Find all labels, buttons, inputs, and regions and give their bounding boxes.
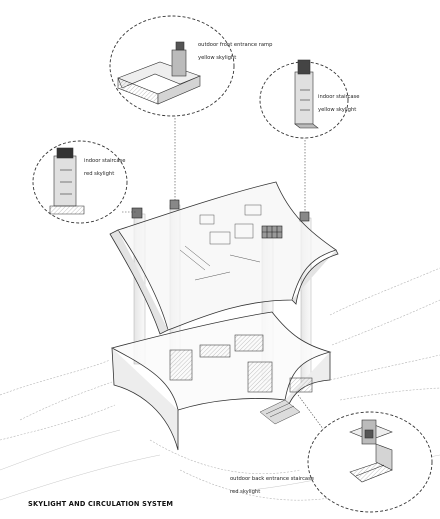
callout-indoor-yellow-label: indoor staircase yellow skylight: [318, 88, 359, 114]
indoor-red-line2: red skylight: [84, 171, 115, 178]
back-stair: [259, 399, 301, 425]
back-stair-illustration: [349, 419, 393, 483]
interior-structure: [169, 334, 313, 393]
ground-slab: [110, 311, 332, 451]
callout-indoor-red-label: indoor staircase red skylight: [84, 152, 125, 178]
back-stair-line1: outdoor back entrance staircase: [230, 476, 315, 483]
diagram-title: SKYLIGHT AND CIRCULATION SYSTEM: [28, 500, 174, 508]
skylight-boxes: [131, 199, 310, 222]
callout-front-ramp-label: outdoor front entrance ramp yellow skyli…: [198, 36, 272, 62]
indoor-yellow-line1: indoor staircase: [318, 94, 360, 101]
front-ramp-line1: outdoor front entrance ramp: [198, 42, 273, 49]
indoor-yellow-stair-illustration: [294, 59, 319, 129]
terrain-contours: [0, 267, 440, 501]
front-ramp-illustration: [117, 41, 201, 105]
indoor-yellow-line2: yellow skylight: [318, 107, 357, 114]
back-stair-line2: red skylight: [230, 489, 261, 496]
front-ramp-line2: yellow skylight: [198, 55, 237, 62]
indoor-red-stair-illustration: [49, 147, 85, 215]
callout-back-stair-label: outdoor back entrance staircase red skyl…: [230, 470, 314, 496]
roof-slab: [109, 181, 339, 335]
roof-skylight-grid: [261, 225, 283, 239]
indoor-red-line1: indoor staircase: [84, 158, 126, 165]
roof-plan-lines: [179, 204, 262, 281]
